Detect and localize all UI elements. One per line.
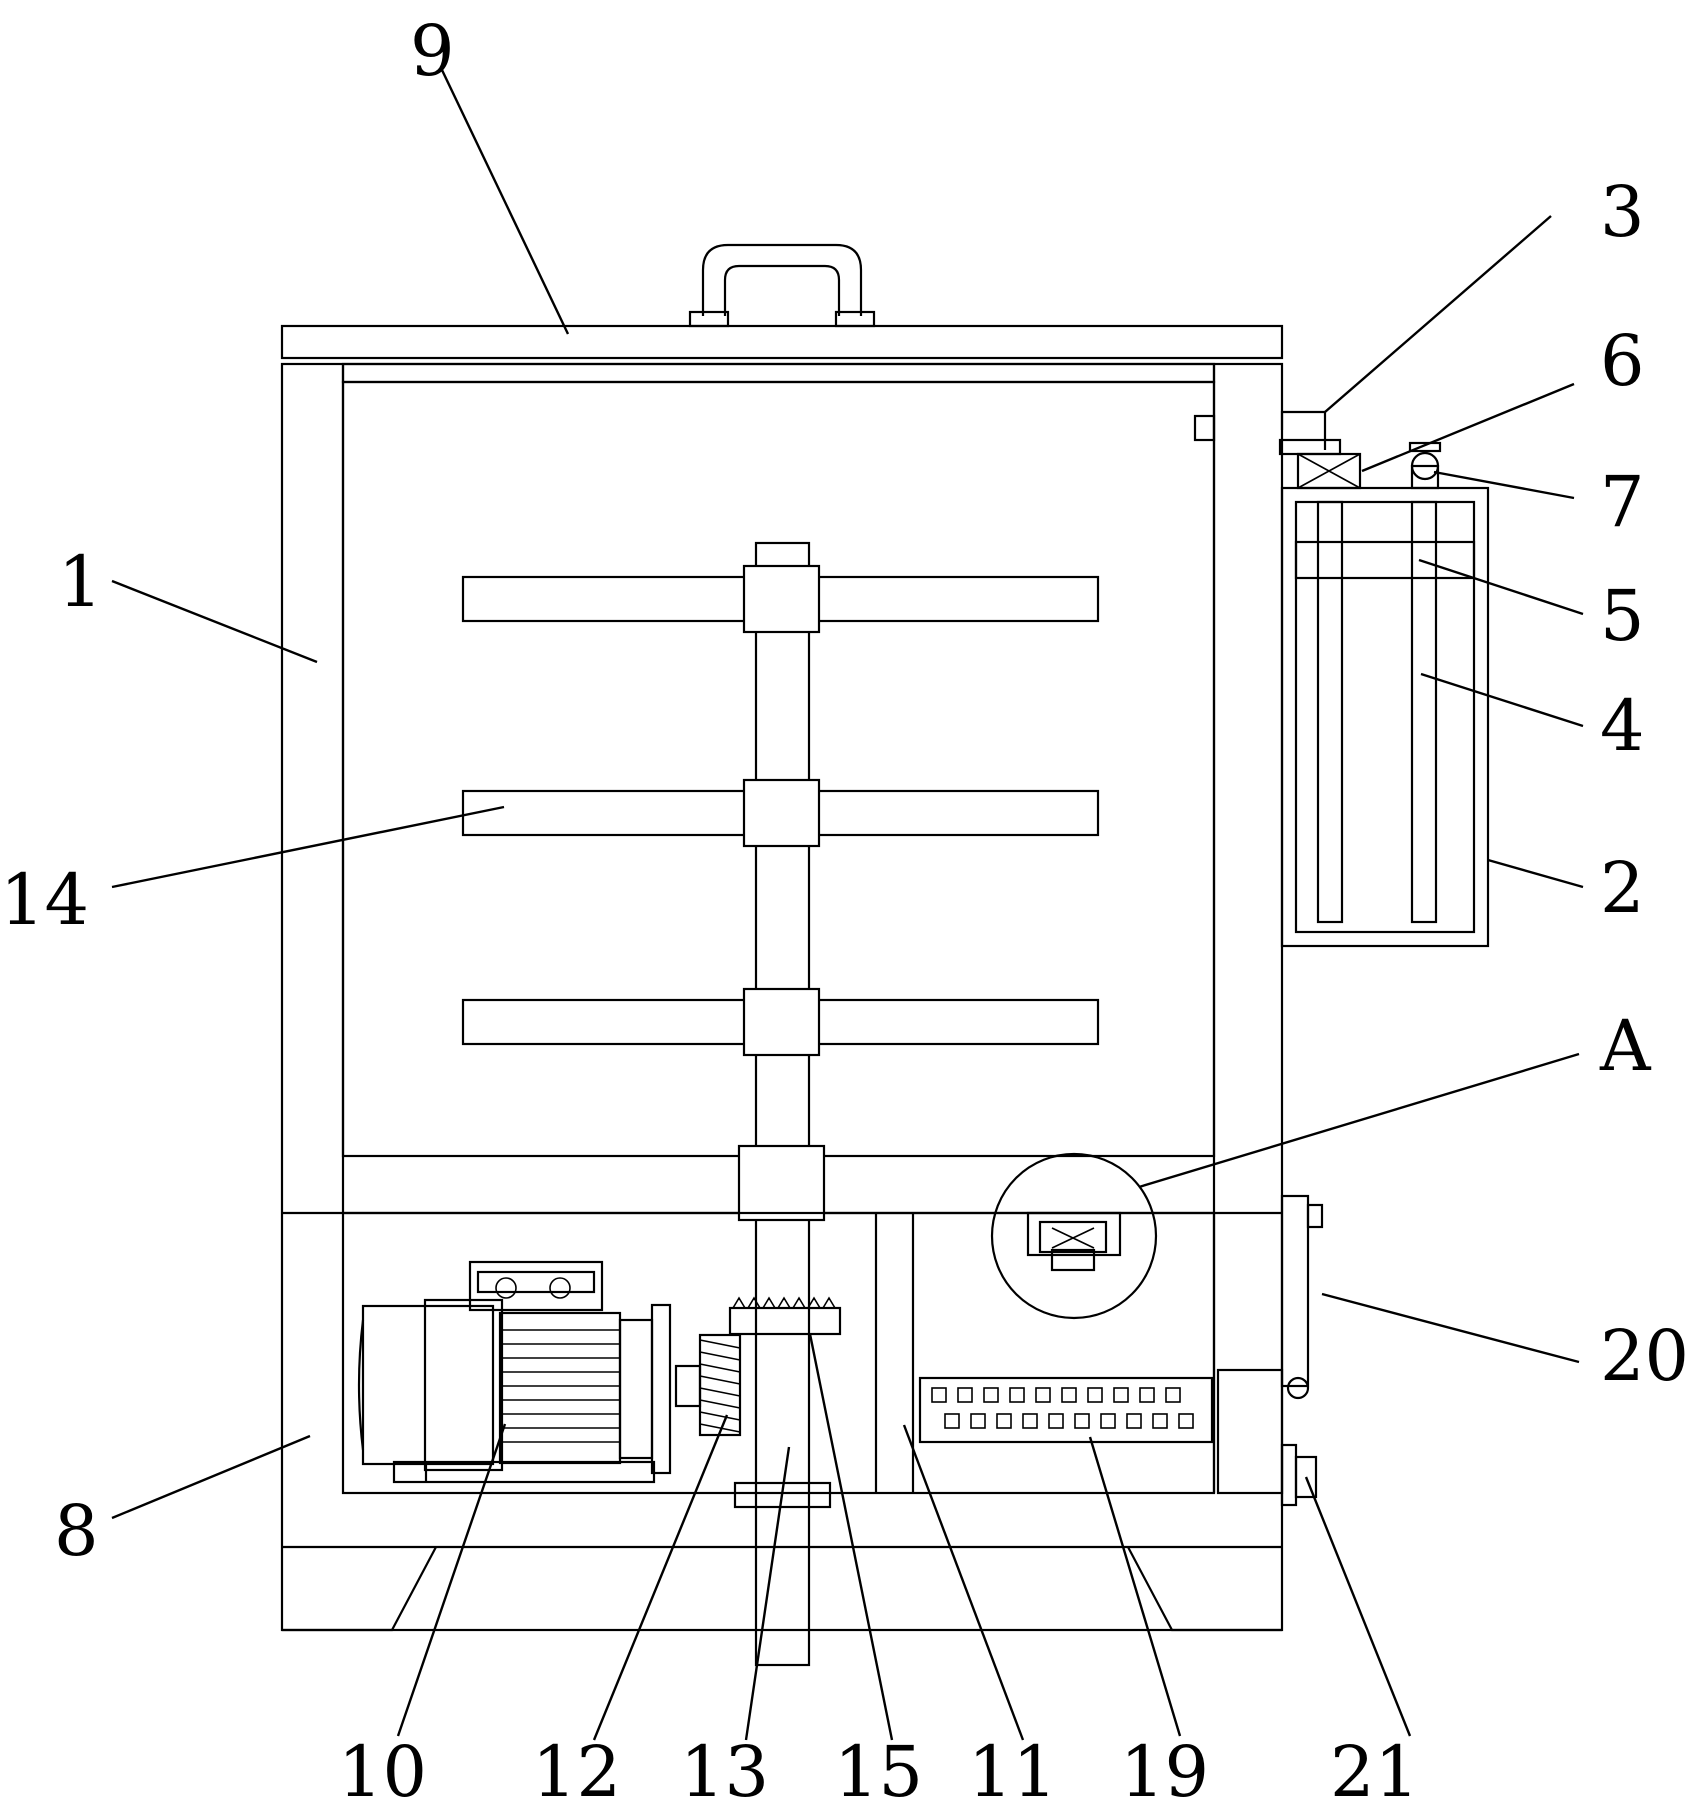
detail-circle-a [990, 1152, 1158, 1320]
label-2: 2 [1600, 847, 1645, 929]
mixing-assembly [461, 541, 1100, 1667]
label-4: 4 [1600, 685, 1645, 767]
label-11: 11 [968, 1731, 1057, 1806]
leader-lines [111, 69, 1584, 1741]
label-8: 8 [54, 1490, 99, 1572]
filter-mesh [918, 1376, 1214, 1444]
label-9: 9 [410, 10, 455, 92]
gear-assembly [698, 1296, 842, 1437]
label-a: A [1599, 1005, 1652, 1087]
label-15: 15 [834, 1731, 923, 1806]
label-13: 13 [680, 1731, 769, 1806]
label-14: 14 [0, 859, 89, 941]
label-7: 7 [1600, 461, 1645, 543]
lower-compartment [282, 1211, 1282, 1632]
callout-labels: 9 3 6 7 1 5 4 14 2 A 20 8 10 12 13 15 11… [0, 10, 1689, 1806]
label-10: 10 [338, 1731, 427, 1806]
label-19: 19 [1120, 1731, 1209, 1806]
label-20: 20 [1600, 1315, 1689, 1397]
label-5: 5 [1600, 575, 1645, 657]
label-12: 12 [532, 1731, 621, 1806]
motor [357, 1260, 702, 1484]
side-fittings [1216, 1194, 1324, 1507]
lid [280, 243, 1284, 360]
label-3: 3 [1600, 171, 1645, 253]
label-1: 1 [58, 541, 103, 623]
label-6: 6 [1600, 320, 1645, 402]
side-tank [1278, 410, 1490, 948]
label-21: 21 [1330, 1731, 1419, 1806]
main-body [280, 362, 1284, 1632]
